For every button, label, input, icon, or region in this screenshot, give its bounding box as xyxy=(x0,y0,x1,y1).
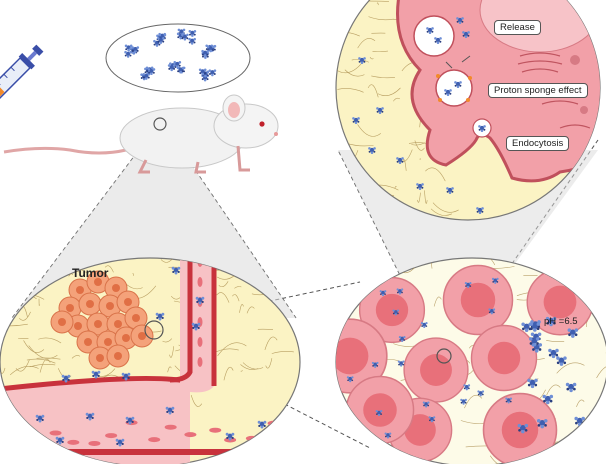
microenvironment-panel xyxy=(335,257,606,464)
nanoparticle-bubble xyxy=(105,23,251,93)
nanoparticle-icon xyxy=(349,419,357,426)
syringe-icon xyxy=(0,44,44,119)
label-ph: pH =6.5 xyxy=(544,316,578,327)
label-release: Release xyxy=(494,20,541,35)
nanoparticle-icon xyxy=(357,282,364,289)
vesicle-icon xyxy=(413,15,492,138)
label-proton-sponge: Proton sponge effect xyxy=(488,83,588,98)
tumor-cell-icon xyxy=(50,270,154,370)
mouse-icon xyxy=(3,94,279,174)
label-endocytosis: Endocytosis xyxy=(506,136,570,151)
nanoparticle-icon xyxy=(591,424,602,435)
label-tumor: Tumor xyxy=(72,266,109,280)
nanoparticle-icon xyxy=(585,422,596,433)
